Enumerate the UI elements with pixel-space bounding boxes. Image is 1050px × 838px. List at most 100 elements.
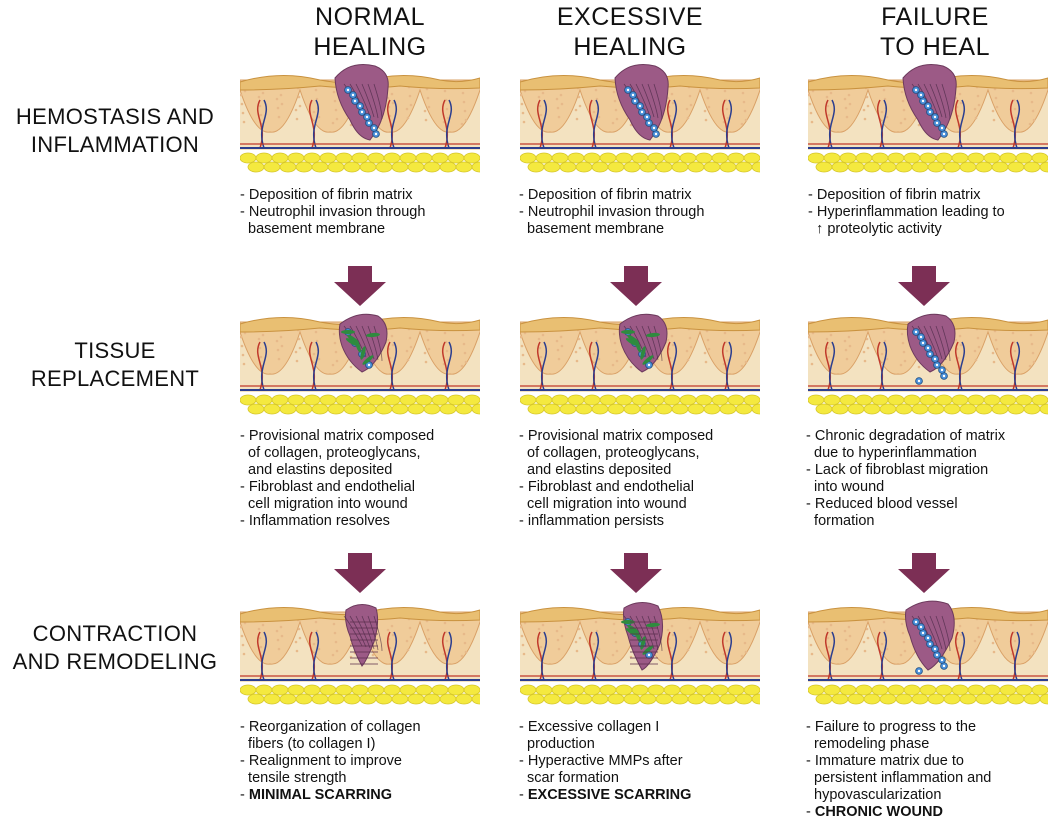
arrow-shape bbox=[898, 553, 950, 593]
skin-panel-failure-remodeling bbox=[808, 592, 1048, 708]
outcome-minimal-scarring: MINIMAL SCARRING bbox=[248, 787, 392, 803]
notes-excessive-replacement: - Provisional matrix composed of collage… bbox=[519, 428, 769, 530]
note-prefix: - bbox=[806, 804, 815, 820]
notes-normal-inflammation: - Deposition of fibrin matrix - Neutroph… bbox=[240, 187, 490, 238]
note-line: and elastins deposited bbox=[240, 462, 393, 478]
note-line: of collagen, proteoglycans, bbox=[240, 445, 421, 461]
note-line: - Immature matrix due to bbox=[806, 753, 964, 769]
notes-failure-inflammation: - Deposition of fibrin matrix - Hyperinf… bbox=[808, 187, 1050, 238]
row-title-tissue-replacement: TISSUE REPLACEMENT bbox=[0, 337, 230, 393]
skin-illustration bbox=[520, 313, 760, 415]
skin-illustration bbox=[240, 604, 480, 705]
arrow-shape bbox=[334, 553, 386, 593]
skin-panel-excessive-remodeling bbox=[520, 592, 760, 708]
note-line: and elastins deposited bbox=[519, 462, 672, 478]
note-line: - Deposition of fibrin matrix bbox=[240, 187, 413, 203]
note-line: production bbox=[519, 736, 595, 752]
skin-illustration bbox=[808, 64, 1048, 173]
note-line: - Inflammation resolves bbox=[240, 513, 390, 529]
row-title-line: REPLACEMENT bbox=[30, 366, 200, 391]
skin-panel-failure-replacement bbox=[808, 302, 1048, 418]
note-line: due to hyperinflammation bbox=[806, 445, 977, 461]
down-arrow-icon bbox=[610, 553, 662, 593]
note-line: ↑ proteolytic activity bbox=[808, 221, 942, 237]
note-line: - Failure to progress to the bbox=[806, 719, 977, 735]
note-line: - Hyperinflammation leading to bbox=[808, 204, 1005, 220]
down-arrow-icon bbox=[334, 553, 386, 593]
skin-illustration bbox=[520, 64, 760, 173]
notes-normal-remodeling: - Reorganization of collagen fibers (to … bbox=[240, 719, 490, 804]
note-line-outcome: - MINIMAL SCARRING bbox=[240, 787, 490, 804]
skin-illustration bbox=[240, 64, 480, 173]
note-line: into wound bbox=[806, 479, 885, 495]
note-line: - Lack of fibroblast migration bbox=[806, 462, 989, 478]
note-line: formation bbox=[806, 513, 875, 529]
column-title-line: TO HEAL bbox=[879, 33, 991, 61]
note-prefix: - bbox=[519, 787, 528, 803]
skin-illustration bbox=[520, 602, 760, 705]
row-title-line: HEMOSTASIS AND bbox=[15, 104, 215, 129]
notes-failure-remodeling: - Failure to progress to the remodeling … bbox=[806, 719, 1050, 821]
note-line: - Neutrophil invasion through bbox=[240, 204, 426, 220]
note-line: tensile strength bbox=[240, 770, 347, 786]
row-title-line: CONTRACTION bbox=[32, 621, 198, 646]
note-line: - Hyperactive MMPs after bbox=[519, 753, 683, 769]
arrow-shape bbox=[610, 266, 662, 306]
note-line: cell migration into wound bbox=[519, 496, 687, 512]
row-title-contraction-remodeling: CONTRACTION AND REMODELING bbox=[0, 620, 230, 676]
note-line: cell migration into wound bbox=[240, 496, 408, 512]
note-line: basement membrane bbox=[240, 221, 386, 237]
note-line-outcome: - CHRONIC WOUND bbox=[806, 804, 1050, 821]
row-title-line: INFLAMMATION bbox=[30, 132, 200, 157]
skin-panel-excessive-replacement bbox=[520, 302, 760, 418]
skin-panel-failure-inflammation bbox=[808, 60, 1048, 176]
note-line: - Chronic degradation of matrix bbox=[806, 428, 1006, 444]
outcome-excessive-scarring: EXCESSIVE SCARRING bbox=[527, 787, 692, 803]
note-line: - Provisional matrix composed bbox=[240, 428, 435, 444]
column-title-line: EXCESSIVE bbox=[556, 3, 704, 31]
notes-excessive-remodeling: - Excessive collagen I production - Hype… bbox=[519, 719, 769, 804]
note-line: - Provisional matrix composed bbox=[519, 428, 714, 444]
note-line: of collagen, proteoglycans, bbox=[519, 445, 700, 461]
column-title-failure-to-heal: FAILURE TO HEAL bbox=[785, 2, 1050, 62]
row-title-line: AND REMODELING bbox=[12, 649, 218, 674]
arrow-shape bbox=[898, 266, 950, 306]
arrow-shape bbox=[610, 553, 662, 593]
note-line: fibers (to collagen I) bbox=[240, 736, 376, 752]
note-line: remodeling phase bbox=[806, 736, 930, 752]
skin-illustration bbox=[808, 600, 1048, 705]
note-line: - Reorganization of collagen bbox=[240, 719, 421, 735]
note-prefix: - bbox=[240, 787, 249, 803]
note-line-outcome: - EXCESSIVE SCARRING bbox=[519, 787, 769, 804]
skin-illustration bbox=[240, 313, 480, 415]
skin-panel-excessive-inflammation bbox=[520, 60, 760, 176]
skin-panel-normal-replacement bbox=[240, 302, 480, 418]
outcome-chronic-wound: CHRONIC WOUND bbox=[814, 804, 943, 820]
note-line: - Fibroblast and endothelial bbox=[519, 479, 694, 495]
column-title-line: FAILURE bbox=[881, 3, 989, 31]
notes-failure-replacement: - Chronic degradation of matrix due to h… bbox=[806, 428, 1050, 530]
note-line: - Excessive collagen I bbox=[519, 719, 660, 735]
skin-panel-normal-inflammation bbox=[240, 60, 480, 176]
column-title-normal-healing: NORMAL HEALING bbox=[220, 2, 520, 62]
arrow-shape bbox=[334, 266, 386, 306]
note-line: scar formation bbox=[519, 770, 619, 786]
note-line: - Reduced blood vessel bbox=[806, 496, 958, 512]
row-title-hemostasis: HEMOSTASIS AND INFLAMMATION bbox=[0, 103, 230, 159]
skin-illustration bbox=[808, 313, 1048, 415]
notes-excessive-inflammation: - Deposition of fibrin matrix - Neutroph… bbox=[519, 187, 769, 238]
down-arrow-icon bbox=[610, 266, 662, 306]
note-line: persistent inflammation and bbox=[806, 770, 992, 786]
column-title-line: NORMAL bbox=[315, 3, 425, 31]
row-title-line: TISSUE bbox=[74, 338, 156, 363]
column-title-excessive-healing: EXCESSIVE HEALING bbox=[480, 2, 780, 62]
note-line: - Deposition of fibrin matrix bbox=[808, 187, 981, 203]
column-title-line: HEALING bbox=[573, 33, 687, 61]
note-line: - Neutrophil invasion through bbox=[519, 204, 705, 220]
column-title-line: HEALING bbox=[313, 33, 427, 61]
note-line: - Deposition of fibrin matrix bbox=[519, 187, 692, 203]
note-line: hypovascularization bbox=[806, 787, 942, 803]
down-arrow-icon bbox=[334, 266, 386, 306]
skin-panel-normal-remodeling bbox=[240, 592, 480, 708]
note-line: - inflammation persists bbox=[519, 513, 665, 529]
